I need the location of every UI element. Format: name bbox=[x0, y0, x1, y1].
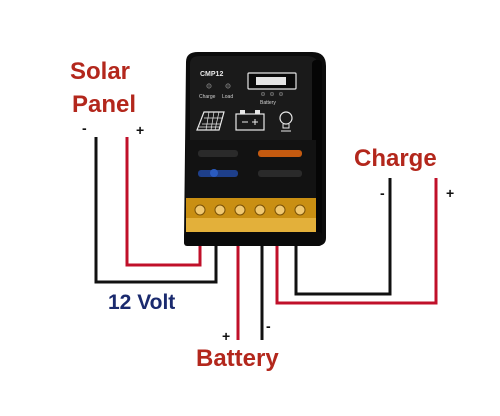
battery-led-1-icon bbox=[260, 91, 266, 97]
load-led-icon bbox=[225, 83, 231, 89]
battery-positive-sign: + bbox=[222, 328, 230, 344]
charge-positive-sign: + bbox=[446, 185, 454, 201]
vent-slot bbox=[198, 170, 238, 177]
terminal-screw-icon bbox=[254, 204, 266, 216]
terminal-screw-icon bbox=[214, 204, 226, 216]
battery-negative-sign: - bbox=[266, 318, 271, 334]
vent-slot bbox=[258, 150, 302, 157]
load-indicator-label: Load bbox=[222, 94, 233, 100]
capacitor-icon bbox=[210, 169, 218, 177]
battery-label: Battery bbox=[196, 345, 279, 372]
solar-panel-icon bbox=[196, 111, 225, 131]
vent-slot bbox=[258, 170, 302, 177]
terminal-block-front bbox=[186, 218, 316, 232]
solar-label: Solar bbox=[70, 58, 130, 85]
battery-indicator-label: Battery bbox=[260, 100, 276, 106]
vent-slot bbox=[198, 150, 238, 157]
device-lower-body bbox=[186, 140, 316, 198]
wires bbox=[94, 137, 438, 340]
device-base bbox=[184, 232, 322, 246]
terminal-screw-icon bbox=[294, 204, 306, 216]
solar-negative-sign: - bbox=[82, 120, 87, 136]
charge-negative-wire bbox=[294, 178, 392, 296]
volt-label: 12 Volt bbox=[108, 291, 175, 314]
charge-led-icon bbox=[206, 83, 212, 89]
solar-negative-wire bbox=[94, 137, 218, 284]
battery-indicator-bar bbox=[256, 77, 286, 85]
panel-label: Panel bbox=[72, 91, 136, 118]
battery-led-3-icon bbox=[278, 91, 284, 97]
battery-led-2-icon bbox=[269, 91, 275, 97]
charge-negative-sign: - bbox=[380, 185, 385, 201]
terminal-screw-icon bbox=[274, 204, 286, 216]
terminal-screw-icon bbox=[194, 204, 206, 216]
terminal-screws bbox=[194, 204, 306, 216]
battery-icon bbox=[235, 110, 265, 131]
charge-indicator-label: Charge bbox=[199, 94, 216, 100]
solar-positive-wire bbox=[125, 137, 202, 267]
charge-positive-wire bbox=[275, 178, 438, 305]
terminal-screw-icon bbox=[234, 204, 246, 216]
solar-positive-sign: + bbox=[136, 122, 144, 138]
device-model-label: CMP12 bbox=[200, 71, 223, 78]
lamp-icon bbox=[279, 111, 293, 132]
charge-label: Charge bbox=[354, 145, 437, 172]
charge-controller: CMP12 Charge Load Battery bbox=[184, 52, 326, 246]
